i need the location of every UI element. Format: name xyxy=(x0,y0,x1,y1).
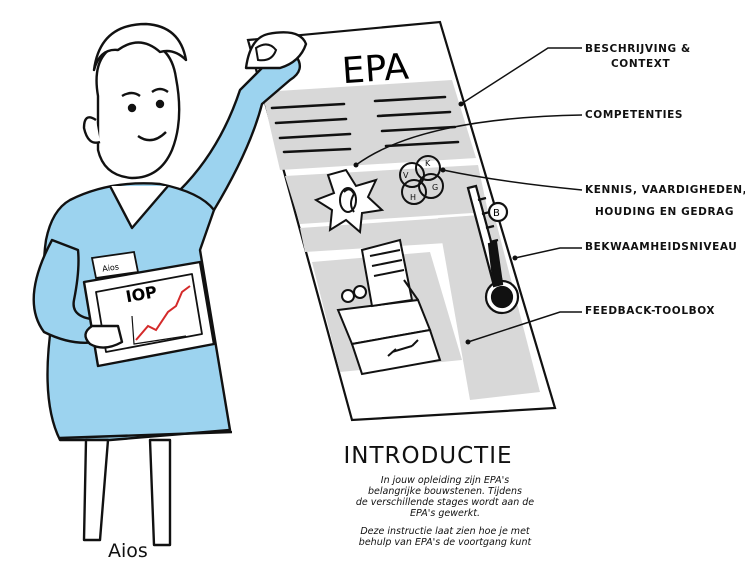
label-competenties: COMPETENTIES xyxy=(585,109,684,121)
label-beschrijving-line2: CONTEXT xyxy=(611,58,671,70)
intro-p2-line: Deze instructie laat zien hoe je met xyxy=(360,526,530,537)
intro-p1-line: In jouw opleiding zijn EPA's xyxy=(380,475,510,486)
label-bekwaamheid: BEKWAAMHEIDSNIVEAU xyxy=(585,241,738,253)
competency-letter: H xyxy=(410,193,416,202)
epa-document: EPA V K xyxy=(246,20,557,422)
progress-chart-line xyxy=(135,285,191,341)
competency-letter: G xyxy=(432,183,438,192)
description-panel xyxy=(262,80,476,170)
label-kennis-line1: KENNIS, VAARDIGHEDEN, xyxy=(585,184,745,196)
intro-p1-line: de verschillende stages wordt aan de xyxy=(355,497,535,508)
intro-p2-line: behulp van EPA's de voortgang kunt xyxy=(358,537,532,548)
aios-caption: Aios xyxy=(108,540,148,562)
thermometer-level-letter: B xyxy=(493,208,500,219)
name-badge: Aios xyxy=(90,250,140,280)
description-text-lines xyxy=(270,95,460,154)
intro-title: INTRODUCTIE xyxy=(343,443,513,469)
badge-label: Aios xyxy=(102,262,120,273)
competency-letter: K xyxy=(425,159,431,168)
intro-paragraph-2: Deze instructie laat zien hoe je met beh… xyxy=(345,526,545,548)
intro-p1-line: belangrijke bouwstenen. Tijdens xyxy=(368,486,522,497)
knowledge-star-icon xyxy=(313,168,385,234)
competency-letter: V xyxy=(403,171,409,180)
intro-paragraph-1: In jouw opleiding zijn EPA's belangrijke… xyxy=(345,475,545,519)
label-beschrijving: BESCHRIJVING & CONTEXT xyxy=(585,42,691,72)
iop-tablet: IOP xyxy=(124,282,191,345)
aios-person xyxy=(32,22,308,547)
toolbox-icon xyxy=(336,238,442,376)
label-beschrijving-line1: BESCHRIJVING & xyxy=(585,43,691,55)
intro-p1-line: EPA's gewerkt. xyxy=(410,508,480,519)
competency-circles-icon xyxy=(399,155,444,205)
label-feedback: FEEDBACK-TOOLBOX xyxy=(585,305,716,317)
label-pointer-lines xyxy=(355,47,583,343)
thermometer-icon xyxy=(466,184,520,315)
label-kennis: KENNIS, VAARDIGHEDEN, HOUDING EN GEDRAG xyxy=(585,183,745,220)
label-kennis-line2: HOUDING EN GEDRAG xyxy=(595,206,735,218)
